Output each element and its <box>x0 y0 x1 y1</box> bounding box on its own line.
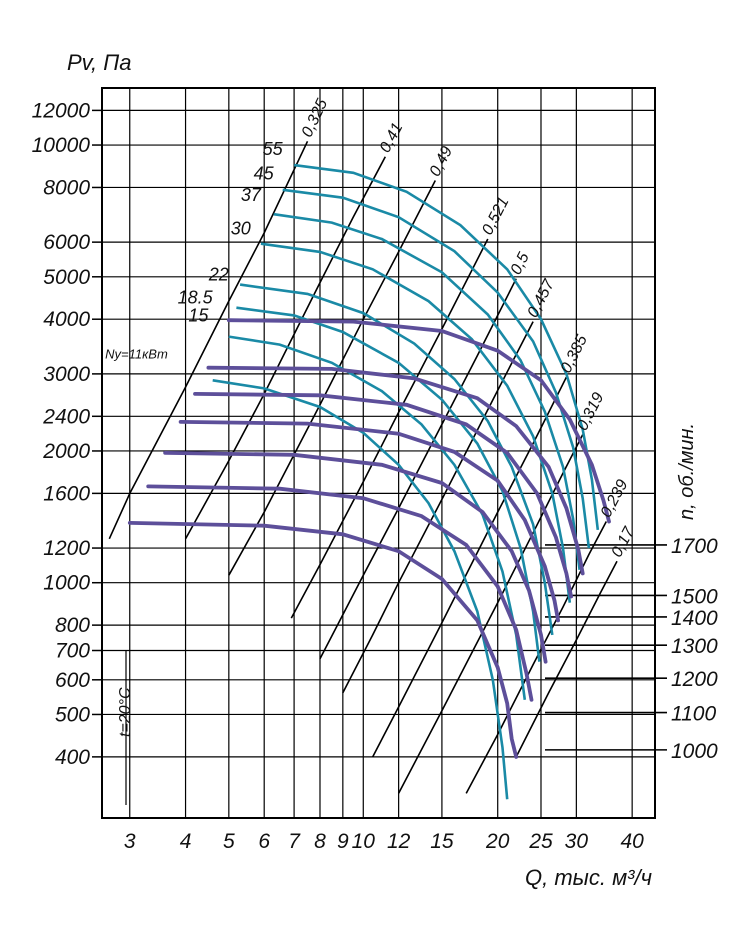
y-tick-label: 800 <box>55 614 90 637</box>
x-tick-label: 10 <box>352 830 376 853</box>
power-curve <box>282 188 591 549</box>
efficiency-label: 0,325 <box>299 96 332 140</box>
efficiency-line <box>342 321 534 694</box>
y-axis-label: Pv, Па <box>67 50 131 75</box>
x-tick-label: 6 <box>258 830 270 853</box>
y-tick-label: 400 <box>55 746 90 769</box>
x-tick-label: 40 <box>620 830 644 853</box>
power-label: Ny=11кВт <box>105 347 168 362</box>
y-tick-label: 500 <box>55 703 90 726</box>
power-curve <box>273 212 581 570</box>
y-tick-label: 12000 <box>32 99 91 122</box>
power-label: 15 <box>188 306 209 326</box>
y-tick-label: 1200 <box>43 537 90 560</box>
power-curve <box>212 379 509 800</box>
efficiency-label: 0,521 <box>479 194 512 237</box>
power-label: 30 <box>231 218 251 238</box>
efficiency-line <box>515 560 618 758</box>
efficiency-line <box>108 140 309 540</box>
efficiency-label: 0,17 <box>608 524 638 560</box>
x-tick-label: 25 <box>528 830 553 853</box>
grid-lines <box>92 87 667 819</box>
y-tick-label: 2000 <box>42 440 90 463</box>
y-tick-label: 700 <box>55 640 90 663</box>
speed-curve <box>193 392 573 599</box>
y-tick-label: 1600 <box>43 482 90 505</box>
rpm-axis-label: n, об./мин. <box>676 423 698 520</box>
y-tick-label: 8000 <box>43 176 90 199</box>
y-tick-label: 2400 <box>42 405 90 428</box>
x-tick-label: 15 <box>430 830 454 853</box>
speed-curve <box>206 365 585 576</box>
rpm-label: 1000 <box>671 740 718 763</box>
efficiency-line <box>228 180 437 576</box>
efficiency-line <box>397 434 584 794</box>
speed-curve <box>226 318 611 524</box>
rpm-label: 1200 <box>671 668 718 691</box>
power-curve <box>260 242 572 603</box>
power-curves <box>212 163 600 800</box>
efficiency-label: 0,49 <box>427 144 456 180</box>
x-tick-label: 8 <box>314 830 326 853</box>
x-tick-label: 7 <box>288 830 301 853</box>
x-tick-label: 12 <box>387 830 411 853</box>
plot-frame <box>101 87 656 819</box>
power-label: 18.5 <box>178 287 214 307</box>
efficiency-line <box>465 521 608 794</box>
rpm-label: 1100 <box>671 703 716 726</box>
temperature-annotation: t=20°C <box>117 687 134 737</box>
y-tick-label: 1000 <box>43 572 90 595</box>
efficiency-label: 0,319 <box>574 390 607 433</box>
y-tick-label: 600 <box>55 669 90 692</box>
efficiency-label: 0,41 <box>377 120 407 155</box>
x-tick-label: 3 <box>124 830 136 853</box>
x-tick-label: 9 <box>337 830 349 853</box>
x-tick-label: 30 <box>565 830 589 853</box>
y-tick-label: 6000 <box>43 231 90 254</box>
efficiency-line <box>184 156 387 540</box>
y-tick-label: 5000 <box>43 266 90 289</box>
x-tick-label: 4 <box>180 830 192 853</box>
speed-curve <box>163 451 548 664</box>
y-tick-label: 10000 <box>32 134 91 157</box>
power-label: 22 <box>208 265 229 285</box>
speed-curves <box>127 318 611 759</box>
speed-curve <box>178 420 560 623</box>
rpm-label: 1700 <box>671 535 718 558</box>
power-label: 55 <box>263 139 284 159</box>
y-tick-label: 4000 <box>43 308 90 331</box>
efficiency-line <box>319 278 517 660</box>
speed-curve <box>127 521 519 759</box>
rpm-label: 1300 <box>671 635 718 658</box>
x-tick-label: 5 <box>223 830 235 853</box>
efficiency-label: 0,385 <box>558 332 591 376</box>
speed-curve <box>146 484 534 702</box>
x-axis-label: Q, тыс. м³/ч <box>525 865 652 890</box>
efficiency-label: 0,457 <box>525 276 559 320</box>
power-label: 45 <box>254 163 275 183</box>
rpm-label: 1400 <box>671 607 718 630</box>
efficiency-line <box>371 376 568 758</box>
power-label: 37 <box>241 185 262 205</box>
x-tick-label: 20 <box>485 830 510 853</box>
rpm-label: 1500 <box>671 585 718 608</box>
y-tick-label: 3000 <box>43 363 90 386</box>
